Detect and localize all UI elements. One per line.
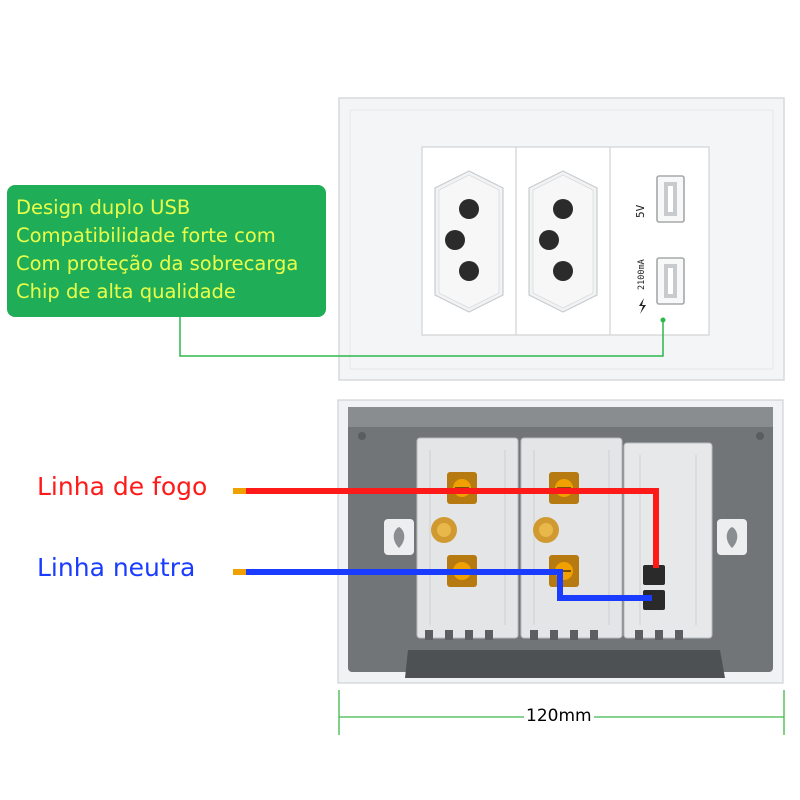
outlet-1-pin-hole bbox=[459, 261, 479, 281]
mounting-hole bbox=[384, 519, 414, 555]
feature-item: Design duplo USB bbox=[16, 196, 191, 219]
outlet-2 bbox=[528, 170, 598, 313]
usb-port-icon bbox=[656, 175, 685, 223]
mounting-hole bbox=[717, 519, 747, 555]
usb-module-back bbox=[623, 442, 713, 639]
back-panel bbox=[337, 399, 784, 684]
usb-current-label: 2100mA bbox=[637, 259, 647, 290]
live-wire-label: Linha de fogo bbox=[37, 472, 208, 501]
ground-screw-icon bbox=[533, 517, 559, 543]
front-panel bbox=[338, 97, 785, 381]
outlet-2-pin-hole bbox=[539, 230, 559, 250]
live-wire bbox=[233, 488, 659, 568]
glass-inner-edge bbox=[349, 109, 774, 370]
width-dimension-label: 120mm bbox=[524, 706, 594, 726]
outlet-1-pin-hole bbox=[445, 230, 465, 250]
outlet-1 bbox=[434, 170, 504, 313]
ground-screw-icon bbox=[431, 517, 457, 543]
outlet-2-pin-hole bbox=[553, 261, 573, 281]
outlet-2-pin-hole bbox=[553, 199, 573, 219]
feature-list-box: Design duplo USB Compatibilidade forte c… bbox=[7, 185, 326, 317]
neutral-wire-label: Linha neutra bbox=[37, 553, 196, 582]
leader-line bbox=[179, 317, 664, 357]
outlet-1-back bbox=[416, 437, 519, 639]
usb-port-icon bbox=[656, 257, 685, 305]
outlet-1-pin-hole bbox=[459, 199, 479, 219]
feature-item: Compatibilidade forte com bbox=[16, 224, 276, 247]
feature-item: Chip de alta qualidade bbox=[16, 280, 236, 303]
lightning-icon bbox=[639, 298, 646, 314]
usb-module bbox=[639, 175, 685, 314]
feature-item: Com proteção da sobrecarga bbox=[16, 252, 299, 275]
usb-terminal bbox=[643, 565, 665, 585]
neutral-wire bbox=[233, 569, 652, 601]
usb-voltage-label: 5V bbox=[634, 204, 647, 218]
